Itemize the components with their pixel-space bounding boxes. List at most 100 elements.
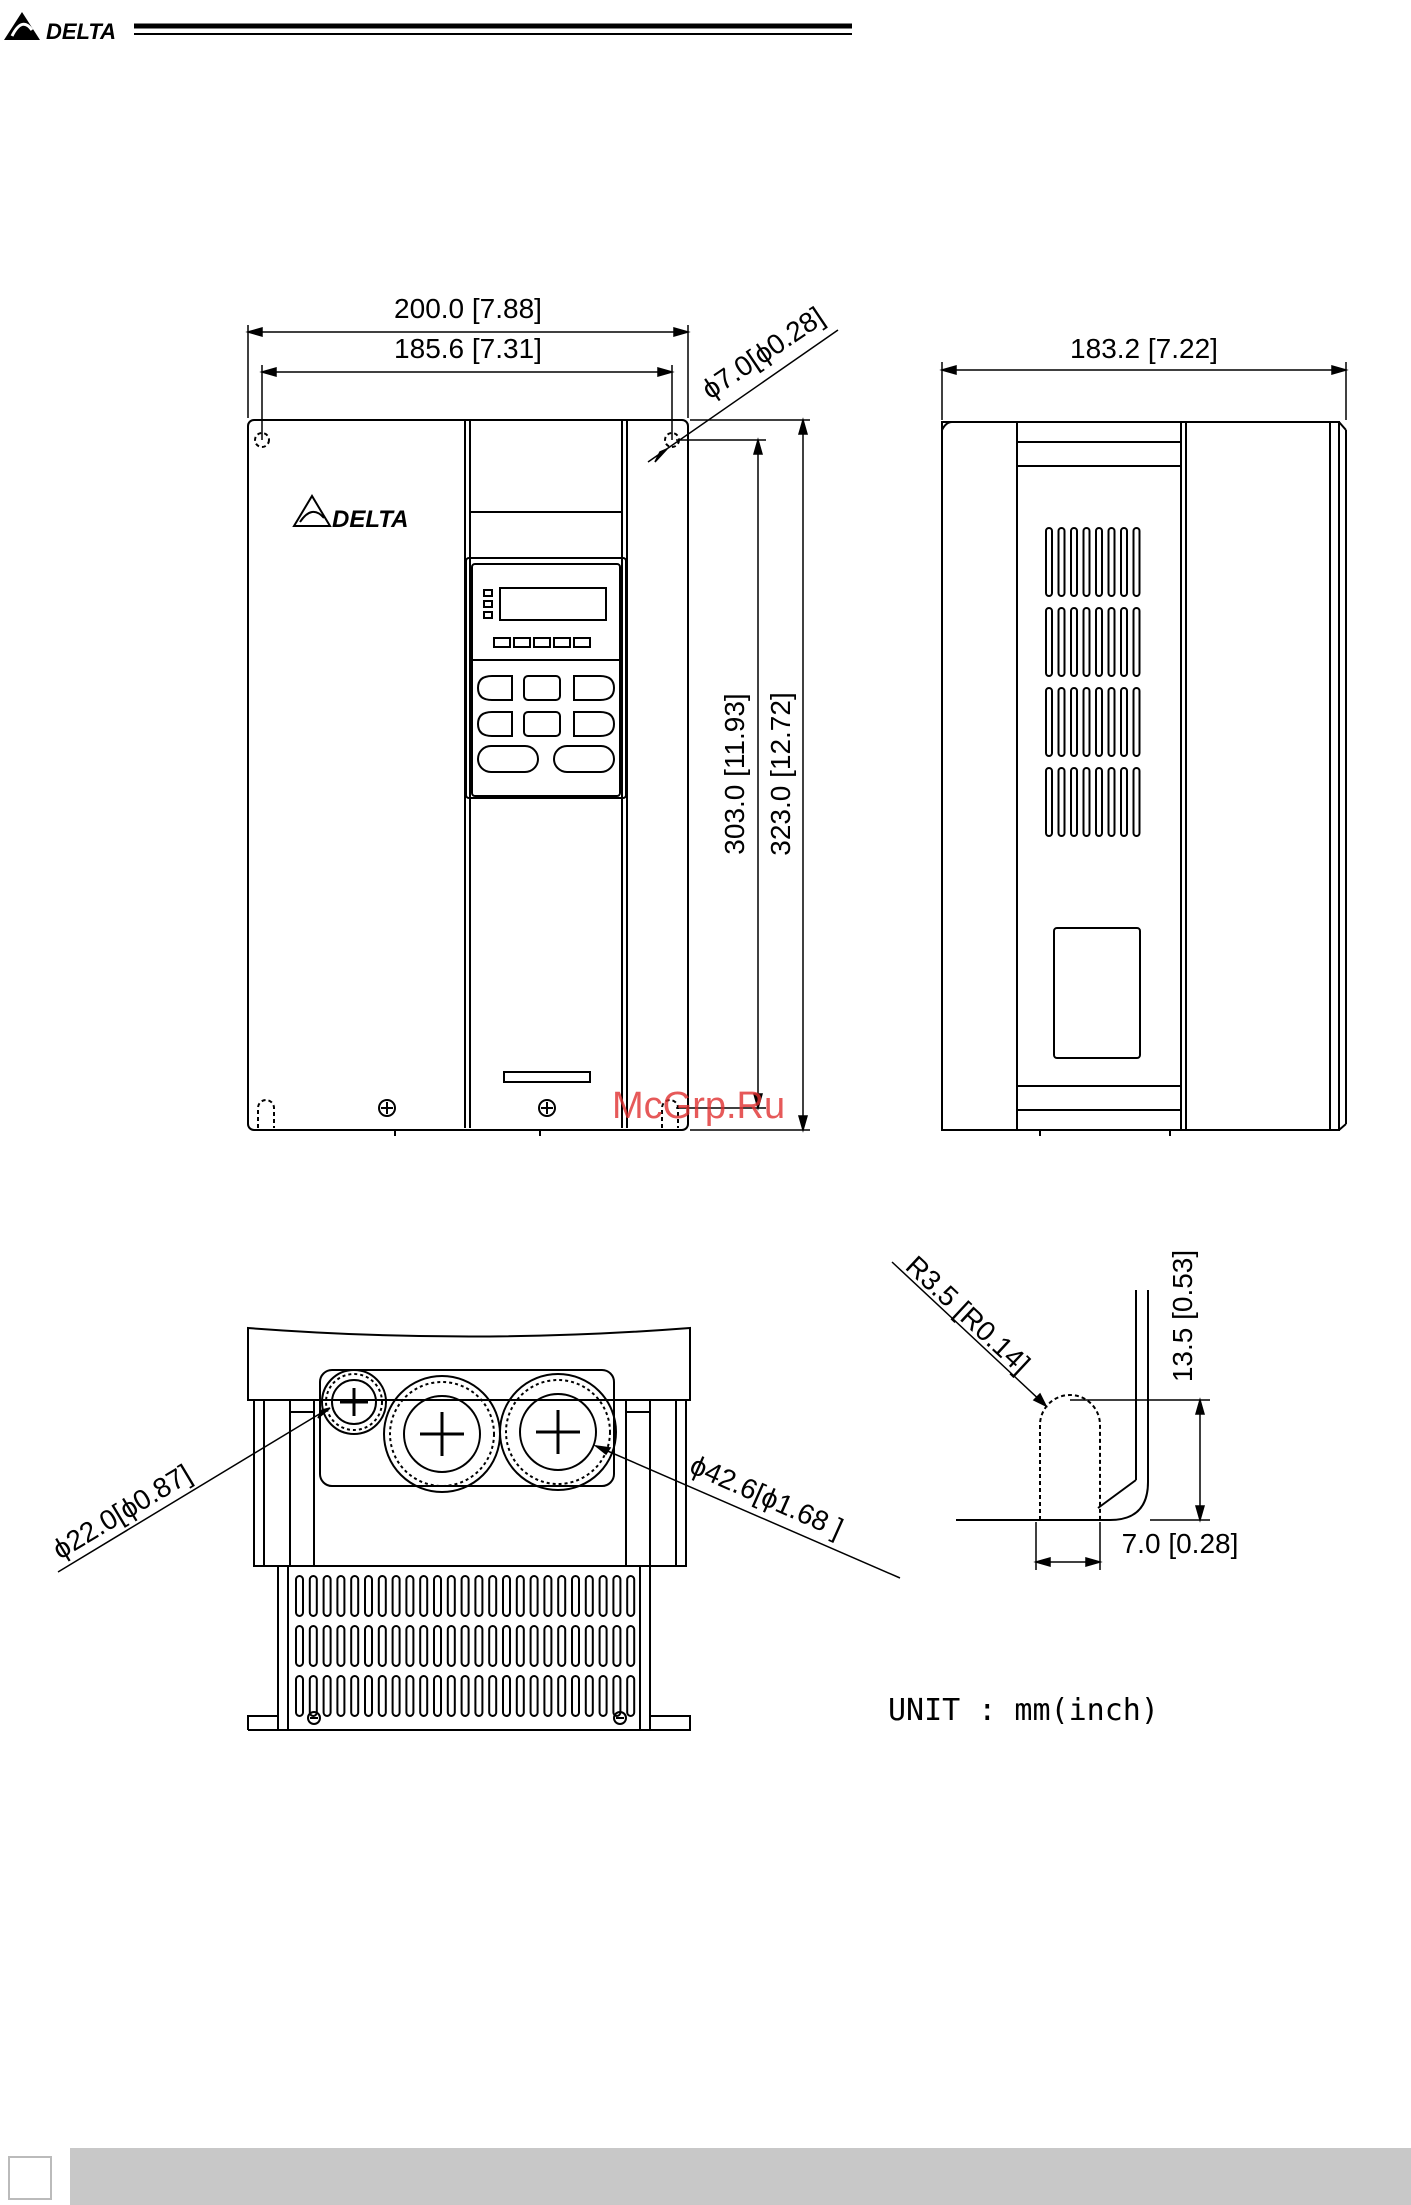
vent-slot [462, 1676, 469, 1716]
vent-slot [544, 1676, 551, 1716]
vent-slot [462, 1626, 469, 1666]
vent-slot [420, 1576, 427, 1616]
vent-slot [1046, 528, 1052, 596]
vent-slot [337, 1626, 344, 1666]
vent-slot [1109, 688, 1115, 756]
vent-slot [1109, 608, 1115, 676]
vent-slot [503, 1676, 510, 1716]
vent-slot [1059, 688, 1065, 756]
vent-slot [1121, 608, 1127, 676]
vent-slot [434, 1626, 441, 1666]
vent-slot [365, 1576, 372, 1616]
vent-slot [379, 1676, 386, 1716]
vent-slot [448, 1676, 455, 1716]
dim-radius: R3.5 [R0.14] [900, 1250, 1036, 1380]
vent-slot [393, 1676, 400, 1716]
knockout-hole-icon [322, 1370, 386, 1434]
footer-bar [70, 2148, 1411, 2205]
vent-slot [489, 1626, 496, 1666]
vent-slot [324, 1626, 331, 1666]
vent-slot [1071, 608, 1077, 676]
vent-slot [434, 1576, 441, 1616]
side-view [942, 422, 1346, 1136]
heatsink-vents [296, 1576, 634, 1716]
vent-slot [613, 1676, 620, 1716]
dim-width-overall: 200.0 [7.88] [394, 293, 542, 324]
vent-slot [517, 1676, 524, 1716]
vent-slot [1121, 768, 1127, 836]
vent-slot [379, 1626, 386, 1666]
vent-slot [296, 1626, 303, 1666]
vent-slot [572, 1576, 579, 1616]
vent-slot [531, 1676, 538, 1716]
vent-slot [406, 1576, 413, 1616]
vent-slot [489, 1576, 496, 1616]
vent-slot [503, 1626, 510, 1666]
vent-slot [1084, 528, 1090, 596]
vent-slot [351, 1676, 358, 1716]
vent-slot [324, 1676, 331, 1716]
vent-slot [531, 1626, 538, 1666]
screw-icon [379, 1100, 395, 1116]
vent-slot [586, 1626, 593, 1666]
vent-slot [531, 1576, 538, 1616]
vent-slot [1084, 608, 1090, 676]
vent-slot [558, 1626, 565, 1666]
vent-slot [1084, 768, 1090, 836]
vent-slot [1096, 688, 1102, 756]
vent-slot [1071, 528, 1077, 596]
vent-slot [489, 1676, 496, 1716]
vent-slot [1071, 768, 1077, 836]
vent-slot [393, 1626, 400, 1666]
vent-slot [351, 1626, 358, 1666]
vent-slot [1134, 528, 1140, 596]
vent-slot [613, 1626, 620, 1666]
vent-slot [420, 1626, 427, 1666]
vent-slot [434, 1676, 441, 1716]
vent-slot [600, 1576, 607, 1616]
vent-slot [379, 1576, 386, 1616]
vent-slot [337, 1576, 344, 1616]
dim-width-mount: 185.6 [7.31] [394, 333, 542, 364]
dim-height-mount: 303.0 [11.93] [719, 693, 750, 854]
vent-slot [296, 1676, 303, 1716]
vent-slot [572, 1676, 579, 1716]
vent-slot [627, 1676, 634, 1716]
vent-slot [600, 1626, 607, 1666]
front-view: DELTA [248, 420, 688, 1136]
vent-slot [627, 1576, 634, 1616]
vent-slot [1046, 608, 1052, 676]
vent-slot [296, 1576, 303, 1616]
knockout-hole-icon [384, 1376, 500, 1492]
vent-slot [558, 1676, 565, 1716]
vent-slot [572, 1626, 579, 1666]
vent-slot [1134, 608, 1140, 676]
vent-slot [462, 1576, 469, 1616]
vent-slot [1121, 528, 1127, 596]
dim-depth: 183.2 [7.22] [1070, 333, 1218, 364]
dim-mount-hole: ϕ7.0[ϕ0.28] [696, 301, 830, 405]
vent-slot [1096, 608, 1102, 676]
dim-small-hole: ϕ22.0[ϕ0.87] [47, 1458, 197, 1565]
knockout-hole-icon [500, 1374, 616, 1490]
front-logo-text: DELTA [332, 506, 408, 533]
watermark: McGrp.Ru [612, 1085, 785, 1127]
vent-slot [420, 1676, 427, 1716]
vent-slot [1109, 528, 1115, 596]
vent-slot [393, 1576, 400, 1616]
vent-slot [517, 1626, 524, 1666]
vent-slot [517, 1576, 524, 1616]
vent-slot [1109, 768, 1115, 836]
vent-slot [1096, 768, 1102, 836]
vent-slot [1046, 768, 1052, 836]
vent-slot [365, 1676, 372, 1716]
vent-slot [600, 1676, 607, 1716]
vent-slot [1059, 608, 1065, 676]
vent-slot [558, 1576, 565, 1616]
vent-slot [544, 1626, 551, 1666]
side-vents [1046, 528, 1140, 836]
vent-slot [406, 1676, 413, 1716]
vent-slot [586, 1676, 593, 1716]
dim-slot-width: 7.0 [0.28] [1122, 1528, 1239, 1559]
